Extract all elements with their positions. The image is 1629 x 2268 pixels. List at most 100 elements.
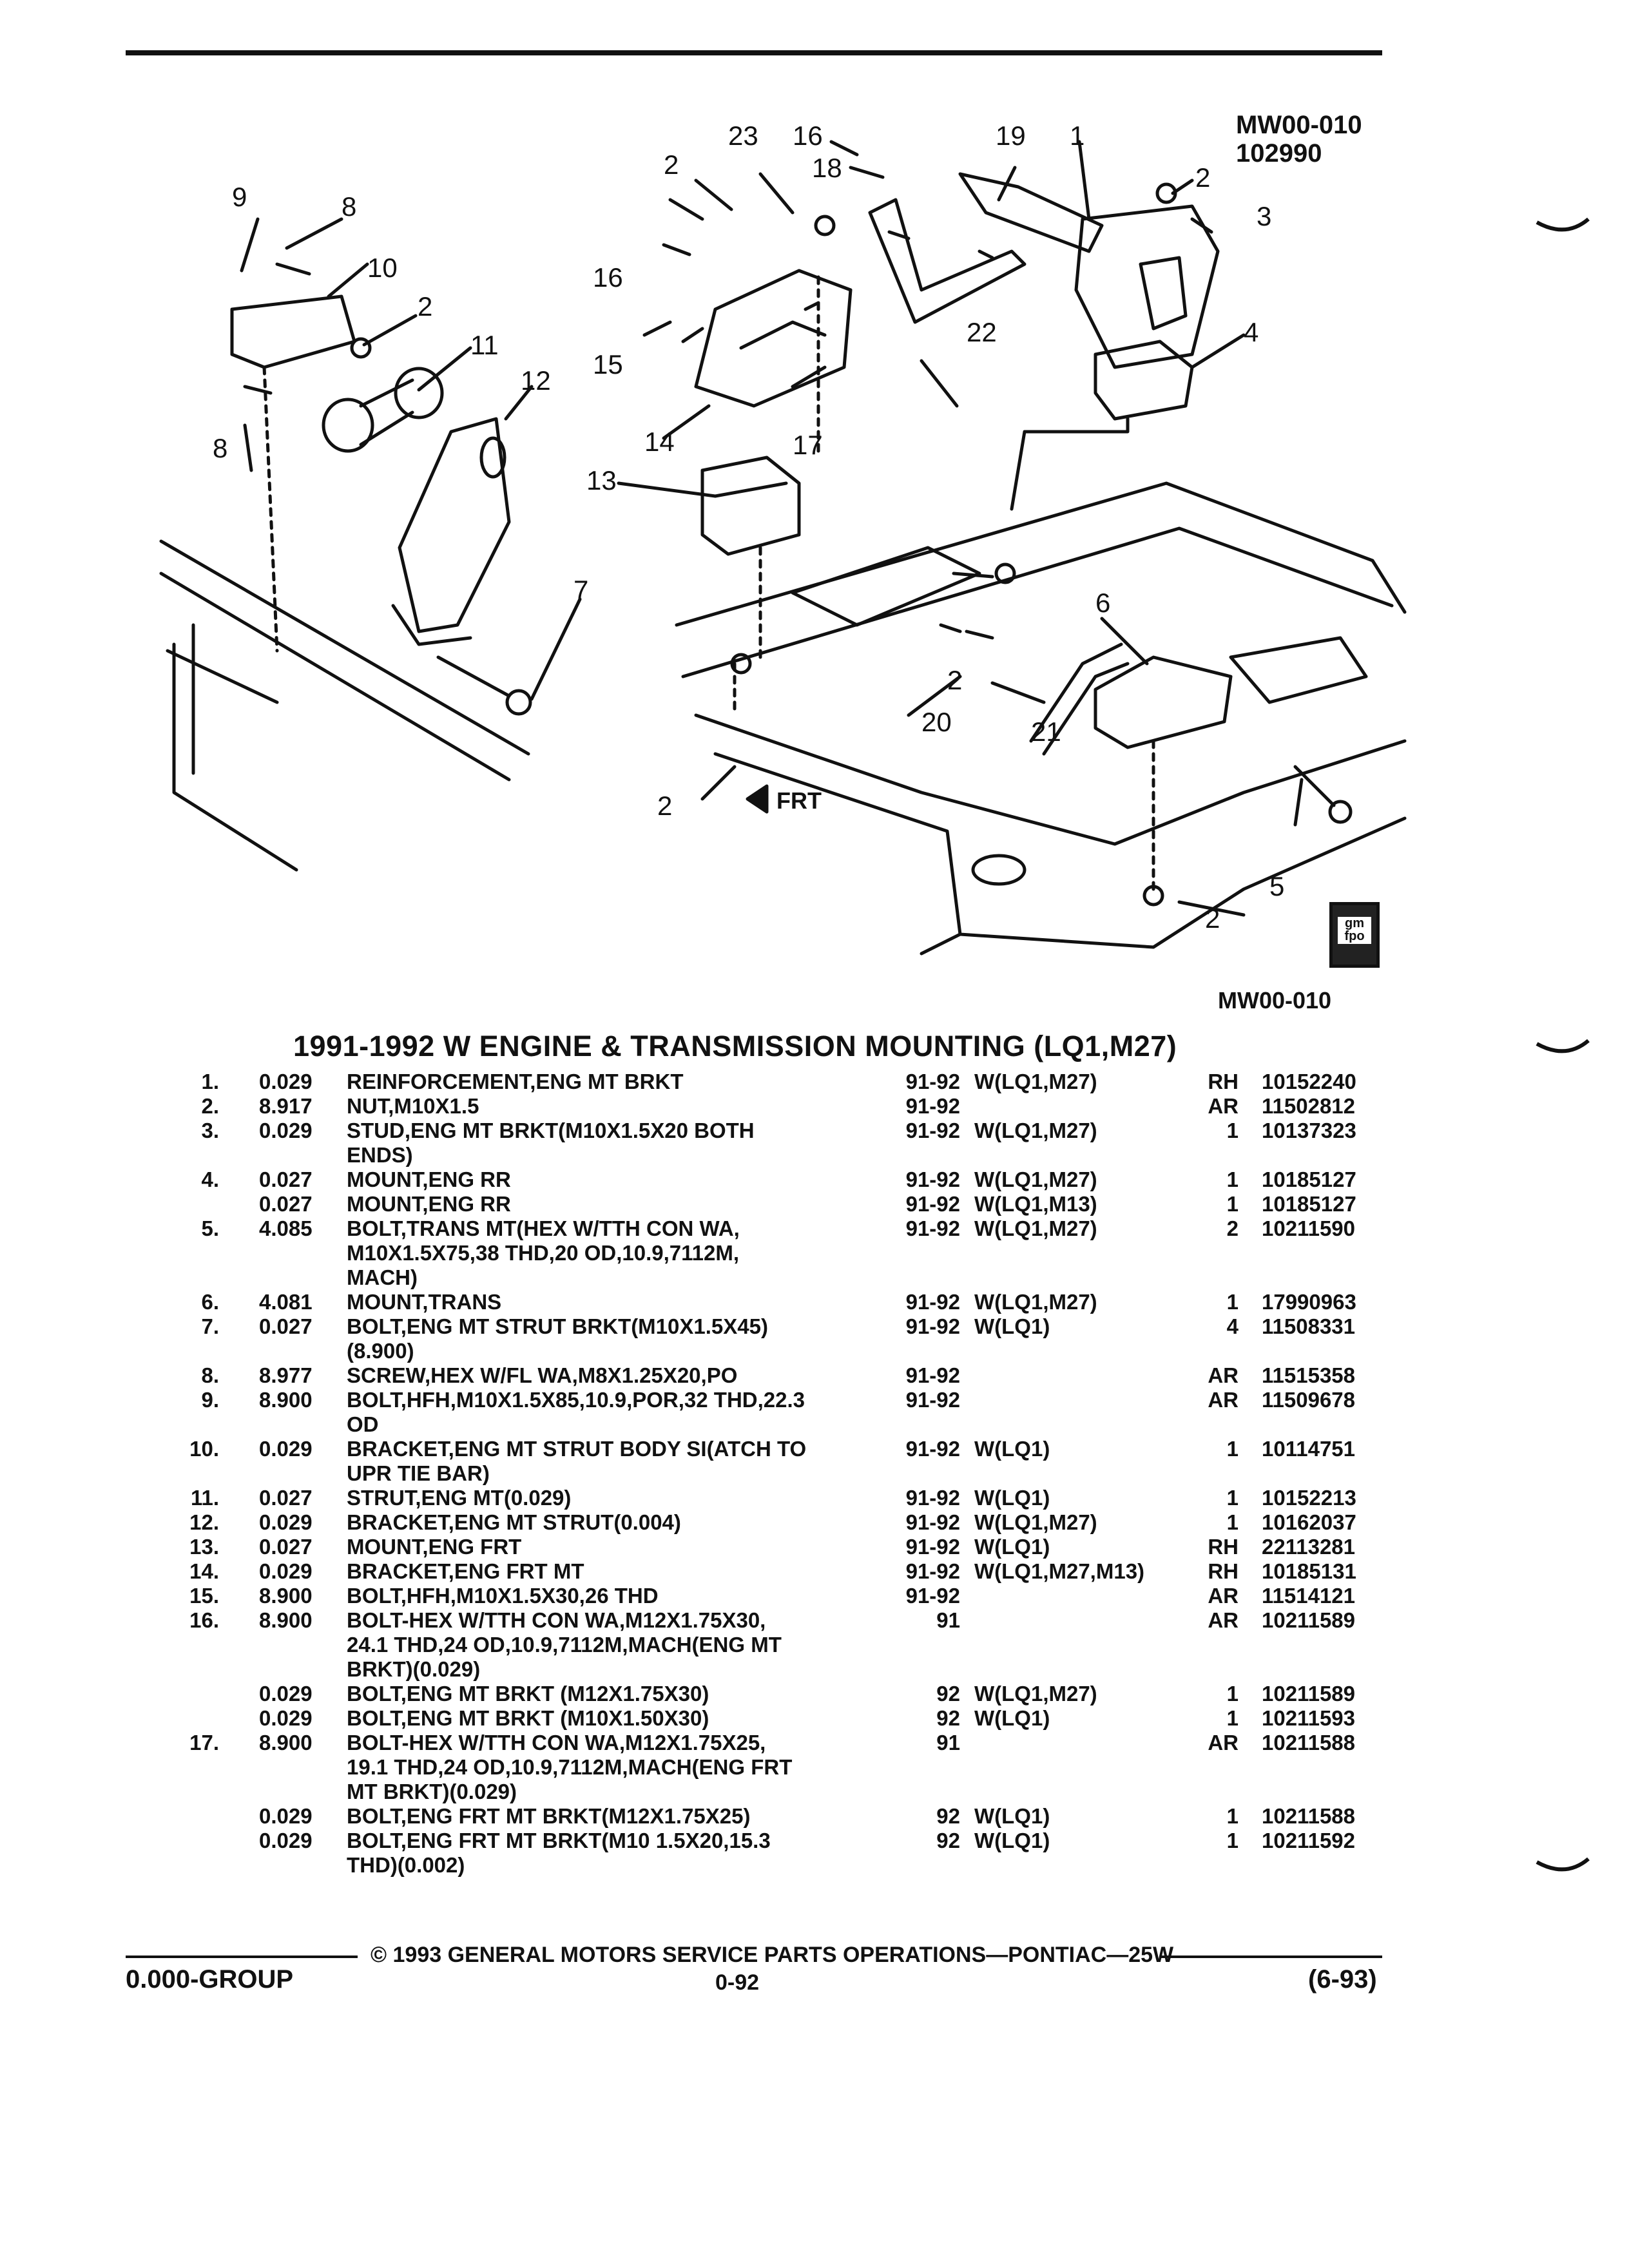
part-number: 11508331 <box>1262 1314 1356 1338</box>
part-code: 8.900 <box>259 1584 313 1608</box>
part-name: NUT <box>347 1094 389 1118</box>
part-code: 0.029 <box>259 1437 313 1461</box>
part-number: 10162037 <box>1262 1510 1356 1534</box>
part-detail: UPR TIE BAR) <box>347 1461 490 1485</box>
gm-logo-badge: gm fpo <box>1329 902 1380 968</box>
part-description: BOLT,ENG MT BRKT (M10X1.50X30) <box>347 1706 709 1731</box>
part-years: 92 <box>936 1706 960 1730</box>
part-quantity: 1 <box>1226 1437 1239 1461</box>
callout-22: 22 <box>967 317 997 347</box>
callout-16: 16 <box>593 262 623 293</box>
part-quantity: 1 <box>1226 1290 1239 1314</box>
part-description: BOLT,HFH,M10X1.5X85,10.9,POR,32 THD,22.3 <box>347 1388 805 1412</box>
part-usage: W(LQ1,M27) <box>974 1510 1097 1534</box>
part-quantity: 1 <box>1226 1119 1239 1142</box>
part-detail: ,ENG MT BRKT (M12X1.75X30) <box>400 1682 709 1706</box>
part-quantity: AR <box>1208 1731 1239 1754</box>
part-number: 10185127 <box>1262 1168 1356 1191</box>
part-number: 11515358 <box>1262 1363 1356 1387</box>
top-rule <box>126 50 1382 55</box>
part-name: REINFORCEMENT <box>347 1070 530 1093</box>
part-name: MOUNT <box>347 1192 423 1216</box>
part-detail: (8.900) <box>347 1339 414 1363</box>
part-description: BOLT,ENG FRT MT BRKT(M12X1.75X25) <box>347 1804 750 1829</box>
part-name: BOLT <box>347 1682 401 1706</box>
parts-row: (8.900) <box>0 1339 1629 1363</box>
part-number-label: 14. <box>189 1559 219 1583</box>
part-name: BRACKET <box>347 1437 448 1461</box>
part-description: MT BRKT)(0.029) <box>347 1780 517 1804</box>
part-detail: ,ENG FRT <box>422 1535 522 1559</box>
part-quantity: RH <box>1208 1559 1239 1583</box>
parts-row: ENDS) <box>0 1143 1629 1168</box>
part-quantity: 1 <box>1226 1486 1239 1510</box>
part-number: 10211590 <box>1262 1216 1356 1240</box>
part-years: 91-92 <box>905 1314 960 1338</box>
part-quantity: 1 <box>1226 1706 1239 1730</box>
part-usage: W(LQ1) <box>974 1804 1050 1828</box>
part-name: BOLT <box>347 1216 401 1240</box>
part-name: MOUNT <box>347 1168 423 1191</box>
part-usage: W(LQ1,M27) <box>974 1216 1097 1240</box>
part-detail: ,M12X1.75X30, <box>619 1608 766 1632</box>
part-description: BOLT,TRANS MT(HEX W/TTH CON WA, <box>347 1216 740 1241</box>
part-detail: ,HEX W/FL WA,M8X1.25X20,PO <box>425 1363 738 1387</box>
callout-12: 12 <box>521 365 551 396</box>
part-detail: ,ENG MT STRUT(0.004) <box>448 1510 681 1534</box>
margin-tick-icon <box>1536 1857 1590 1872</box>
part-years: 91-92 <box>905 1584 960 1608</box>
part-description: MOUNT,ENG RR <box>347 1168 511 1192</box>
part-detail: BRKT)(0.029) <box>347 1657 481 1681</box>
part-description: MOUNT,ENG RR <box>347 1192 511 1216</box>
parts-row: UPR TIE BAR) <box>0 1461 1629 1486</box>
part-years: 91-92 <box>905 1559 960 1583</box>
callout-19: 19 <box>996 120 1026 151</box>
part-name: STRUT <box>347 1486 416 1510</box>
part-description: 24.1 THD,24 OD,10.9,7112M,MACH(ENG MT <box>347 1633 782 1657</box>
callout-labels: 9 8 10 2 11 12 8 7 2 23 16 18 19 1 2 3 4… <box>213 120 1284 934</box>
illustration-code-block: MW00-010 102990 <box>1236 111 1362 168</box>
callout-2: 2 <box>657 791 672 821</box>
callout-2: 2 <box>418 291 432 322</box>
part-detail: ,TRANS MT(HEX W/TTH CON WA, <box>400 1216 740 1240</box>
part-years: 91-92 <box>905 1119 960 1142</box>
margin-tick-icon <box>1536 217 1590 232</box>
part-detail: ,M10X1.5 <box>388 1094 479 1118</box>
part-description: BRACKET,ENG MT STRUT(0.004) <box>347 1510 681 1535</box>
callout-2: 2 <box>947 665 962 695</box>
part-name: BOLT-HEX W/TTH CON WA <box>347 1731 619 1754</box>
part-name: BOLT <box>347 1314 401 1338</box>
part-code: 8.917 <box>259 1094 313 1118</box>
part-years: 91-92 <box>905 1535 960 1559</box>
part-number-label: 12. <box>189 1510 219 1534</box>
part-detail: ENDS) <box>347 1143 413 1167</box>
part-number: 17990963 <box>1262 1290 1356 1314</box>
part-code: 0.029 <box>259 1682 313 1706</box>
part-description: M10X1.5X75,38 THD,20 OD,10.9,7112M, <box>347 1241 739 1265</box>
part-description: STUD,ENG MT BRKT(M10X1.5X20 BOTH <box>347 1119 755 1143</box>
part-description: REINFORCEMENT,ENG MT BRKT <box>347 1070 684 1094</box>
part-usage: W(LQ1) <box>974 1486 1050 1510</box>
part-usage: W(LQ1) <box>974 1706 1050 1730</box>
part-code: 8.900 <box>259 1608 313 1632</box>
part-description: BOLT,ENG MT BRKT (M12X1.75X30) <box>347 1682 709 1706</box>
part-usage: W(LQ1) <box>974 1314 1050 1338</box>
part-detail: ,HFH,M10X1.5X85,10.9,POR,32 THD,22.3 <box>400 1388 805 1412</box>
part-description: UPR TIE BAR) <box>347 1461 490 1486</box>
callout-14: 14 <box>644 427 675 457</box>
part-years: 92 <box>936 1804 960 1828</box>
part-code: 0.029 <box>259 1706 313 1730</box>
callout-3: 3 <box>1257 201 1271 231</box>
part-name: MOUNT <box>347 1290 423 1314</box>
part-code: 8.900 <box>259 1731 313 1754</box>
